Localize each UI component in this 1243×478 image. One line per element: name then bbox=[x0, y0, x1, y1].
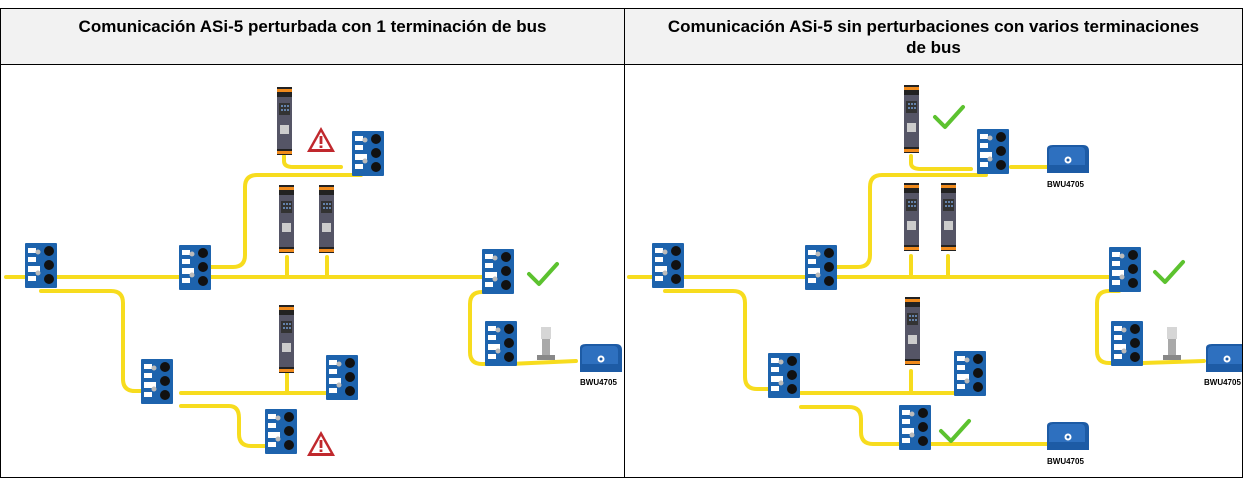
warning-icon bbox=[307, 431, 335, 456]
terminator-icon bbox=[1047, 422, 1089, 450]
io-module bbox=[141, 359, 173, 404]
io-module bbox=[977, 129, 1009, 174]
right-column-header: Comunicación ASi-5 sin perturbaciones co… bbox=[624, 8, 1243, 65]
terminator-icon bbox=[1047, 145, 1089, 173]
checkmark-icon bbox=[933, 105, 965, 129]
io-module bbox=[265, 409, 297, 454]
io-module bbox=[805, 245, 837, 290]
io-module bbox=[1111, 321, 1143, 366]
io-module bbox=[1109, 247, 1141, 292]
io-module bbox=[768, 353, 800, 398]
bus-cables bbox=[4, 154, 578, 448]
gateway-module bbox=[905, 297, 920, 365]
io-module bbox=[899, 405, 931, 450]
sensor-icon bbox=[537, 327, 555, 360]
io-module bbox=[25, 243, 57, 288]
checkmark-icon bbox=[1153, 260, 1185, 284]
io-module bbox=[326, 355, 358, 400]
warning-icon bbox=[307, 127, 335, 152]
left-diagram-cell: BWU4705 bbox=[0, 64, 625, 478]
terminator-label: BWU4705 bbox=[1047, 180, 1084, 189]
right-network-diagram: BWU4705 BWU4705 BWU4705 bbox=[627, 85, 1242, 466]
left-column-header: Comunicación ASi-5 perturbada con 1 term… bbox=[0, 8, 625, 65]
terminator-label: BWU4705 bbox=[580, 378, 617, 387]
gateway-module bbox=[904, 85, 919, 153]
gateway-module bbox=[319, 185, 334, 253]
gateway-module bbox=[277, 87, 292, 155]
gateway-module bbox=[279, 185, 294, 253]
io-module bbox=[485, 321, 517, 366]
gateway-module bbox=[941, 183, 956, 251]
gateway-module bbox=[904, 183, 919, 251]
terminator-icon bbox=[1206, 344, 1242, 372]
sensor-icon bbox=[1163, 327, 1181, 360]
right-diagram-cell: BWU4705 BWU4705 BWU4705 bbox=[624, 64, 1243, 478]
checkmark-icon bbox=[939, 419, 971, 443]
gateway-module bbox=[279, 305, 294, 373]
io-module bbox=[179, 245, 211, 290]
terminator-label: BWU4705 bbox=[1204, 378, 1241, 387]
checkmark-icon bbox=[527, 262, 559, 286]
io-module bbox=[652, 243, 684, 288]
io-module bbox=[352, 131, 384, 176]
terminator-icon bbox=[580, 344, 622, 372]
io-module bbox=[482, 249, 514, 294]
left-network-diagram: BWU4705 bbox=[4, 87, 622, 456]
terminator-label: BWU4705 bbox=[1047, 457, 1084, 466]
io-module bbox=[954, 351, 986, 396]
bus-cables bbox=[627, 154, 1206, 446]
